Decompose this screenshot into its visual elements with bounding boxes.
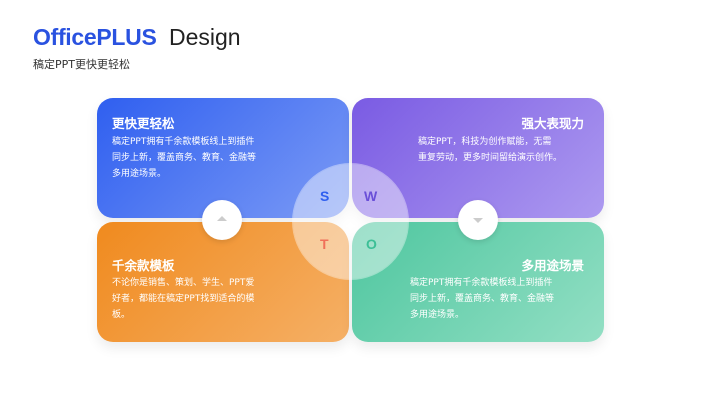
card-opportunities: 多用途场景 稿定PPT拥有千余款模板线上到插件同步上新，覆盖商务、教育、金融等多… [352,222,604,342]
swot-letter-t: T [320,236,329,252]
swot-letter-o: O [366,236,377,252]
card-body: 不论你是销售、策划、学生、PPT爱好者，都能在稿定PPT找到适合的模板。 [112,275,287,323]
line: 重复劳动，更多时间留给演示创作。 [418,153,563,163]
subtitle: 稿定PPT更快更轻松 [33,58,130,71]
line: 稿定PPT拥有千余款模板线上到插件 [410,278,553,288]
line: 稿定PPT，科技为创作赋能，无需 [418,137,552,147]
card-title: 强大表现力 [521,116,584,131]
card-title: 更快更轻松 [112,116,175,131]
swot-center-circle [293,164,408,279]
line: 不论你是销售、策划、学生、PPT爱 [112,278,255,288]
line: 多用途场景。 [410,310,465,320]
card-weaknesses: 强大表现力 稿定PPT，科技为创作赋能，无需重复劳动，更多时间留给演示创作。 [352,98,604,218]
line: 稿定PPT拥有千余款模板线上到插件 [112,137,255,147]
brand-design: Design [169,24,241,50]
card-title: 千余款模板 [112,258,175,273]
line: 同步上新，覆盖商务、教育、金融等 [112,153,257,163]
swot-letter-s: S [320,188,330,204]
brand-logo: OfficePLUS [33,24,157,50]
card-body: 稿定PPT，科技为创作赋能，无需重复劳动，更多时间留给演示创作。 [418,134,598,166]
card-strengths: 更快更轻松 稿定PPT拥有千余款模板线上到插件同步上新，覆盖商务、教育、金融等多… [97,98,349,218]
caret-down-icon [458,200,498,240]
line: 板。 [112,310,131,320]
card-body: 稿定PPT拥有千余款模板线上到插件同步上新，覆盖商务、教育、金融等多用途场景。 [112,134,287,182]
card-threats: 千余款模板 不论你是销售、策划、学生、PPT爱好者，都能在稿定PPT找到适合的模… [97,222,349,342]
line: 同步上新，覆盖商务、教育、金融等 [410,294,555,304]
line: 好者，都能在稿定PPT找到适合的模 [112,294,255,304]
card-body: 稿定PPT拥有千余款模板线上到插件同步上新，覆盖商务、教育、金融等多用途场景。 [410,275,585,323]
caret-up-icon [202,200,242,240]
swot-letter-w: W [364,188,378,204]
line: 多用途场景。 [112,169,167,179]
card-title: 多用途场景 [521,258,584,273]
